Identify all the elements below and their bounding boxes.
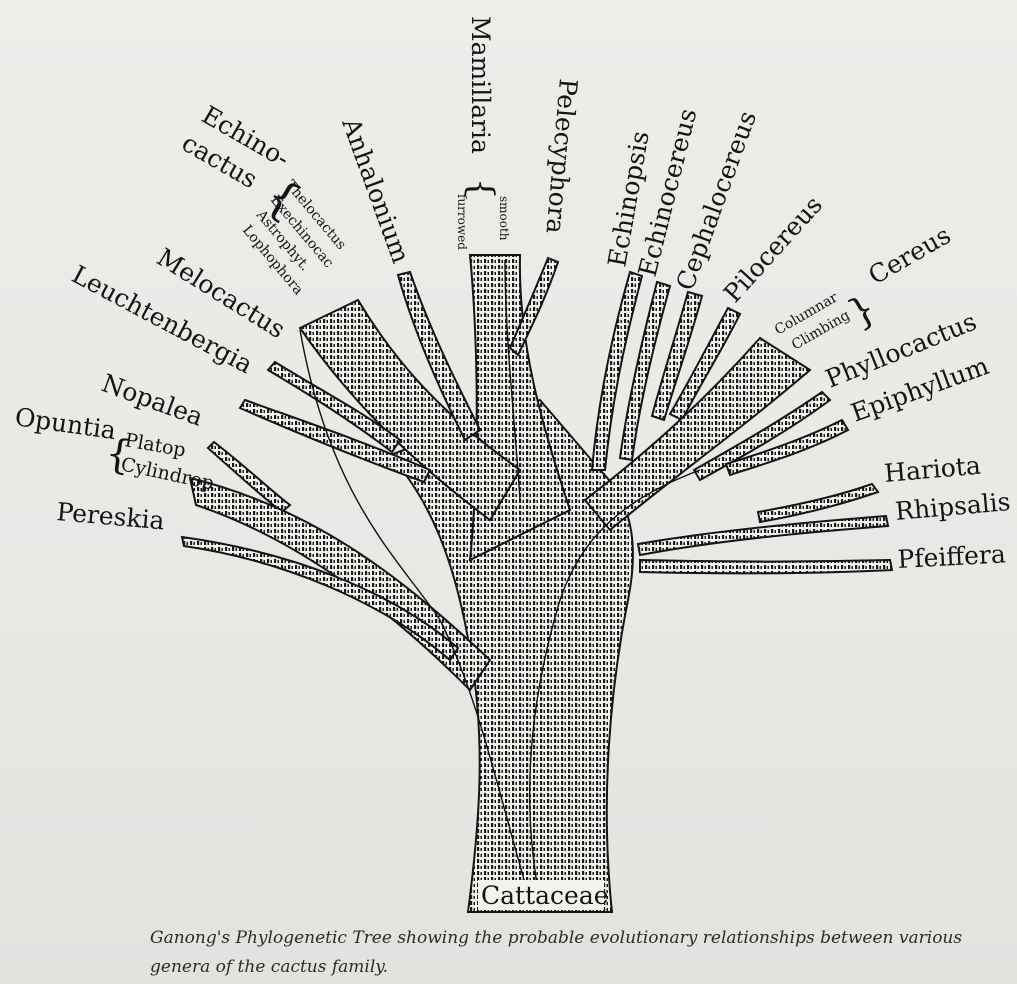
labels-left: Melocactus Leuchtenbergia Nopalea Opunti… (13, 242, 290, 535)
label-pereskia: Pereskia (55, 497, 165, 535)
label-mamillaria: Mamillaria (466, 16, 495, 154)
lineage-lines (299, 259, 701, 901)
label-cereus: Cereus (864, 220, 956, 290)
label-rhipsalis: Rhipsalis (894, 487, 1012, 526)
labels-top-left: Echino- cactus { Thelocactus Exechinocac… (177, 16, 583, 298)
branches-right (583, 336, 894, 575)
label-leuchtenbergia: Leuchtenbergia (67, 260, 257, 380)
label-opuntia: Opuntia (13, 402, 118, 445)
label-pilocereus: Pilocereus (718, 190, 828, 308)
label-anhalonium: Anhalonium (336, 113, 416, 267)
branches-center (508, 256, 742, 471)
label-pfeiffera: Pfeiffera (897, 539, 1007, 574)
label-pelecyphora: Pelecyphora (540, 77, 582, 234)
branches-left (180, 270, 522, 692)
label-root: Cattaceae (481, 881, 609, 910)
brace-mamillaria: { (461, 178, 501, 200)
label-hariota: Hariota (883, 451, 982, 488)
brace-cereus: } (841, 286, 884, 336)
label-cylindrop: Cylindrop (119, 453, 216, 494)
label-furrowed: furrowed (455, 194, 469, 250)
brace-opuntia: { (103, 430, 135, 479)
figure-caption: Ganong's Phylogenetic Tree showing the p… (150, 928, 963, 977)
label-smooth: smooth (497, 196, 511, 241)
root-label-box (478, 880, 604, 910)
